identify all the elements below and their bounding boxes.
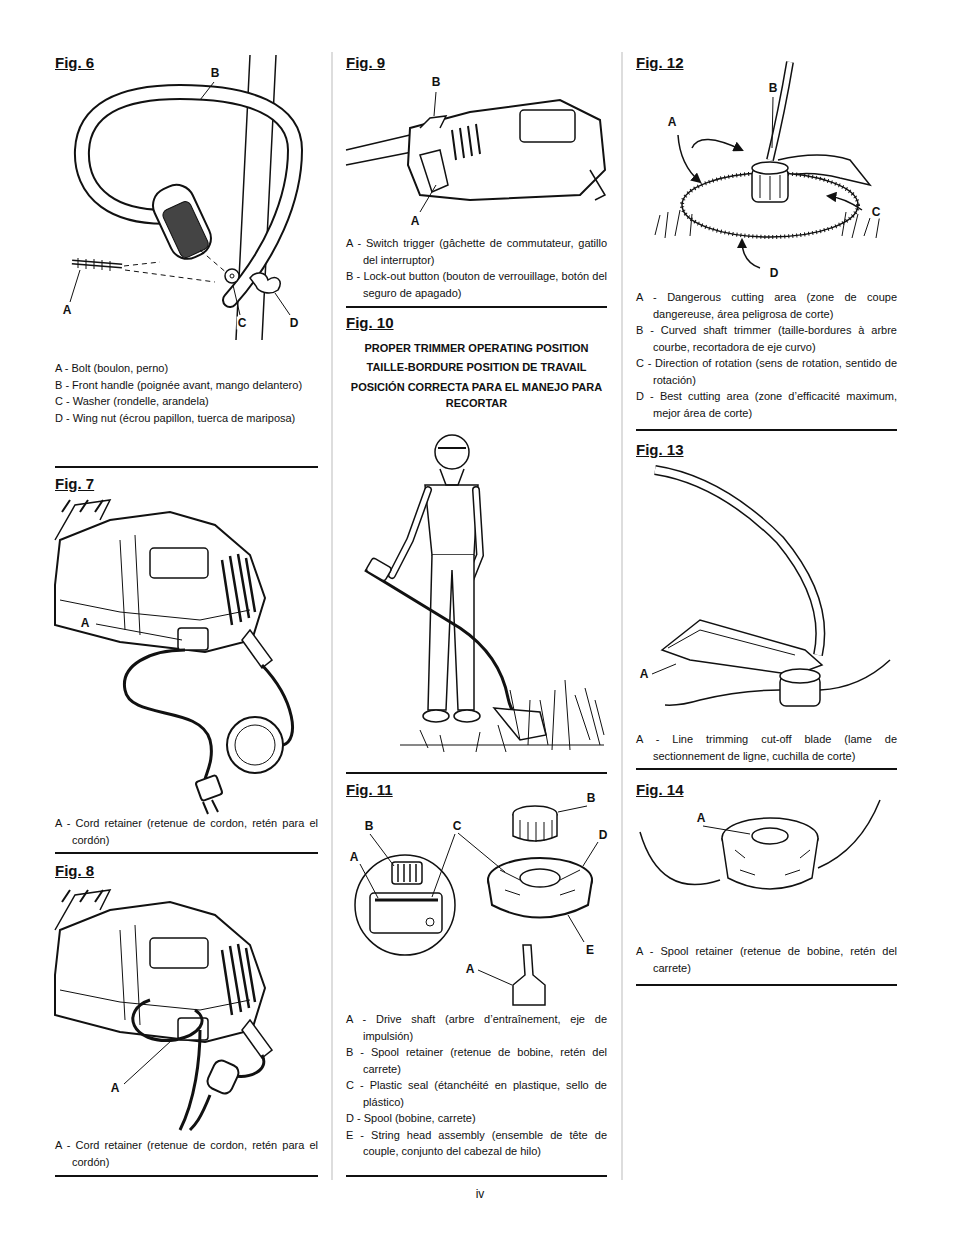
callout-letter: A <box>667 116 678 129</box>
part-caption: A - Dangerous cutting area (zone de coup… <box>636 289 897 322</box>
figure-title: Fig. 11 <box>346 781 393 798</box>
callout-letter: B <box>364 820 375 833</box>
part-caption: C - Washer (rondelle, arandela) <box>55 393 318 410</box>
figure-title: Fig. 8 <box>55 862 94 879</box>
figure-title: Fig. 13 <box>636 441 684 458</box>
figure-title: Fig. 7 <box>55 475 94 492</box>
figure-title: Fig. 6 <box>55 54 94 71</box>
callout-letter: A <box>349 851 360 864</box>
figure-title: Fig. 10 <box>346 314 394 331</box>
part-caption: D - Wing nut (écrou papillon, tuerca de … <box>55 410 318 427</box>
part-caption: A - Cord retainer (retenue de cordon, re… <box>55 815 318 848</box>
part-caption: B - Curved shaft trimmer (taille-bordure… <box>636 322 897 355</box>
part-caption: D - Spool (bobine, carrete) <box>346 1110 607 1127</box>
part-caption: B - Lock-out button (bouton de verrouill… <box>346 268 607 301</box>
callout-letter: A <box>110 1082 121 1095</box>
callout-letter: E <box>585 944 595 957</box>
figure-title: Fig. 14 <box>636 781 684 798</box>
callout-letter: C <box>871 206 882 219</box>
position-heading: PROPER TRIMMER OPERATING POSITION <box>346 340 607 356</box>
part-caption: C - Direction of rotation (sens de rotat… <box>636 355 897 388</box>
figure-title: Fig. 9 <box>346 54 385 71</box>
callout-letter: B <box>210 67 221 80</box>
callout-letter: B <box>768 82 779 95</box>
page-number: iv <box>476 1187 485 1201</box>
part-caption: E - String head assembly (ensemble de tê… <box>346 1127 607 1160</box>
callout-letter: A <box>62 304 73 317</box>
callout-letter: D <box>598 829 609 842</box>
callout-letter: A <box>80 617 91 630</box>
position-heading: POSICIÓN CORRECTA PARA EL MANEJO PARA RE… <box>346 379 607 411</box>
part-caption: A - Switch trigger (gâchette de commutat… <box>346 235 607 268</box>
callout-letter: D <box>289 317 300 330</box>
callout-letter: C <box>237 317 248 330</box>
callout-letter: A <box>639 668 650 681</box>
figure-title: Fig. 12 <box>636 54 684 71</box>
callout-letter: A <box>410 215 421 228</box>
part-caption: A - Drive shaft (arbre d’entraînement, e… <box>346 1011 607 1044</box>
callout-letter: C <box>452 820 463 833</box>
callout-letter: D <box>769 267 780 280</box>
part-caption: C - Plastic seal (étanchéité en plastiqu… <box>346 1077 607 1110</box>
part-caption: B - Spool retainer (retenue de bobine, r… <box>346 1044 607 1077</box>
part-caption: A - Line trimming cut-off blade (lame de… <box>636 731 897 764</box>
callout-letter: B <box>586 792 597 805</box>
part-caption: A - Spool retainer (retenue de bobine, r… <box>636 943 897 976</box>
callout-letter: A <box>465 963 476 976</box>
part-caption: A - Bolt (boulon, perno) <box>55 360 318 377</box>
position-heading: TAILLE-BORDURE POSITION DE TRAVAIL <box>346 359 607 375</box>
callout-letter: B <box>431 76 442 89</box>
part-caption: B - Front handle (poignée avant, mango d… <box>55 377 318 394</box>
part-caption: A - Cord retainer (retenue de cordon, re… <box>55 1137 318 1170</box>
callout-letter: A <box>696 812 707 825</box>
part-caption: D - Best cutting area (zone d’efficacité… <box>636 388 897 421</box>
